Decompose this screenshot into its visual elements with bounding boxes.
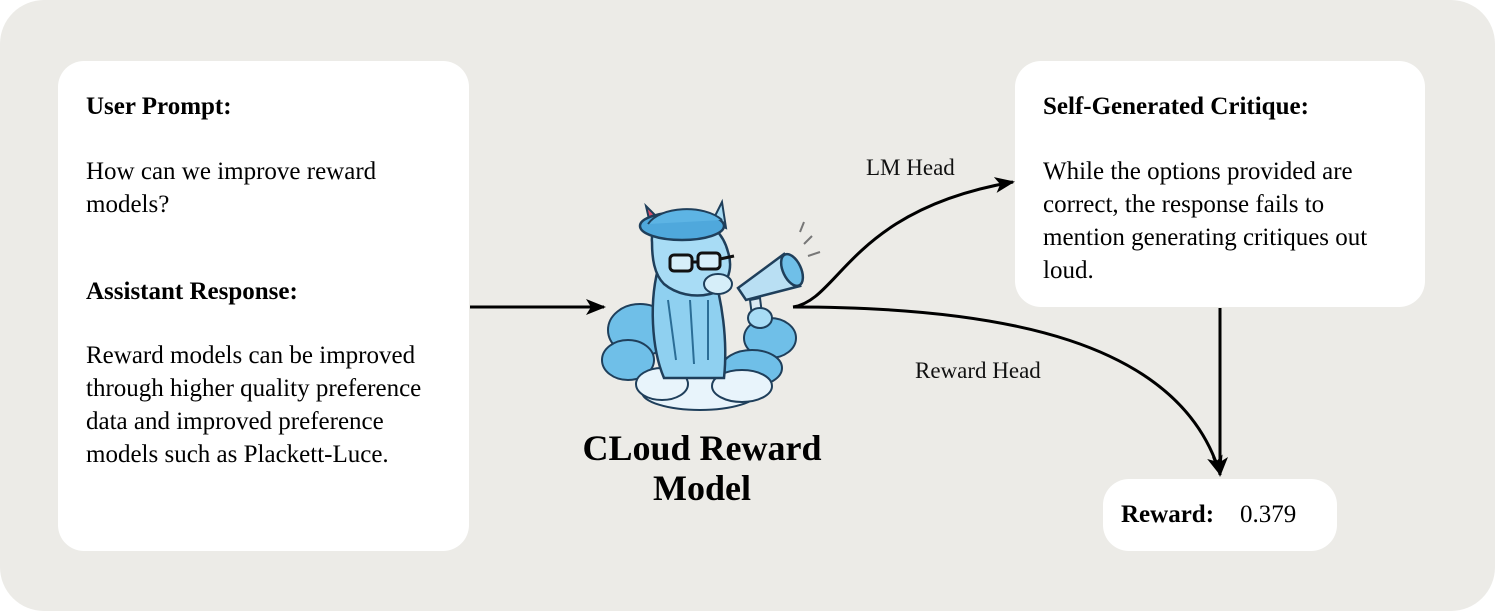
lm-head-label: LM Head [866,155,955,180]
reward-label: Reward: [1121,501,1215,528]
critique-text: While the options provided are correct, … [1043,158,1368,284]
critique-heading: Self-Generated Critique: [1043,93,1309,120]
input-card: User Prompt: How can we improve reward m… [58,61,469,551]
model-title-line2: Model [653,468,751,508]
response-heading: Assistant Response: [86,278,298,305]
response-text: Reward models can be improved through hi… [86,342,422,468]
model-title: CLoud Reward Model [552,428,852,508]
critique-card: Self-Generated Critique: While the optio… [1015,61,1425,307]
prompt-text: How can we improve reward models? [86,158,377,218]
reward-head-label: Reward Head [915,358,1041,383]
prompt-heading: User Prompt: [86,93,232,120]
reward-head-arrow [792,305,1223,476]
reward-card: Reward: 0.379 [1103,479,1337,551]
lm-head-arrow [792,177,1015,309]
reward-value: 0.379 [1240,501,1297,528]
llama-with-megaphone-icon [601,198,821,411]
model-title-line1: CLoud Reward [582,428,822,468]
